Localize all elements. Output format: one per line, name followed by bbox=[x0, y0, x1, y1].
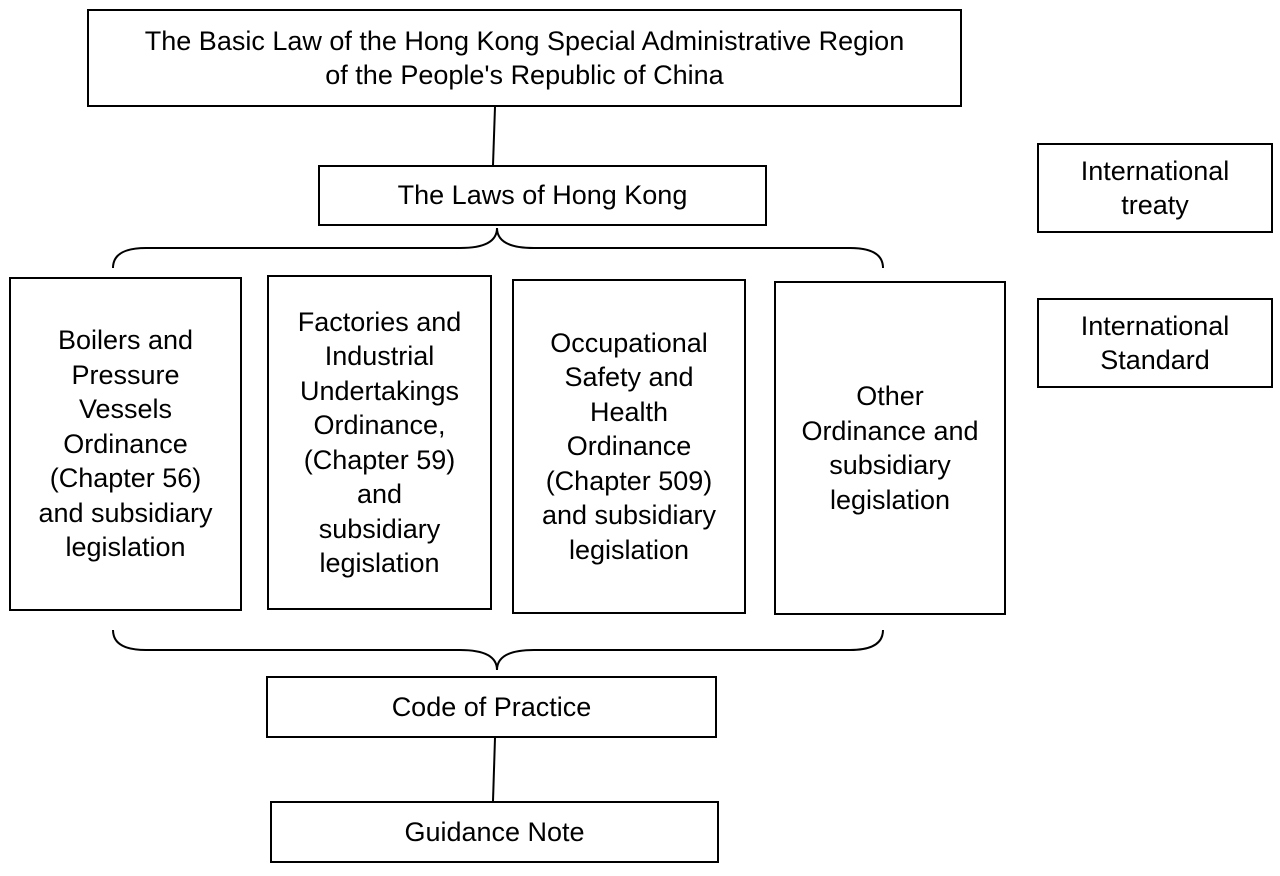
laws-of-hong-kong-box: The Laws of Hong Kong bbox=[318, 165, 767, 226]
other-ordinance-label: Other Ordinance and subsidiary legislati… bbox=[801, 381, 979, 515]
boilers-ordinance-box: Boilers and Pressure Vessels Ordinance (… bbox=[9, 277, 242, 611]
boilers-ordinance-label: Boilers and Pressure Vessels Ordinance (… bbox=[38, 325, 213, 563]
bottom-curly-brace bbox=[112, 629, 884, 671]
international-treaty-box: International treaty bbox=[1037, 143, 1273, 233]
top-curly-brace bbox=[112, 227, 884, 269]
guidance-note-box: Guidance Note bbox=[270, 801, 719, 863]
basic-law-label: The Basic Law of the Hong Kong Special A… bbox=[144, 25, 905, 91]
factories-ordinance-box: Factories and Industrial Undertakings Or… bbox=[267, 275, 492, 610]
other-ordinance-box: Other Ordinance and subsidiary legislati… bbox=[774, 281, 1006, 615]
connector-basic-law-to-laws bbox=[492, 106, 496, 166]
basic-law-box: The Basic Law of the Hong Kong Special A… bbox=[87, 9, 962, 107]
osh-ordinance-label: Occupational Safety and Health Ordinance… bbox=[541, 327, 717, 565]
international-standard-label: International Standard bbox=[1080, 310, 1230, 376]
laws-of-hong-kong-label: The Laws of Hong Kong bbox=[397, 180, 688, 211]
factories-ordinance-label: Factories and Industrial Undertakings Or… bbox=[297, 306, 462, 579]
osh-ordinance-box: Occupational Safety and Health Ordinance… bbox=[512, 279, 746, 614]
connector-code-to-guidance bbox=[492, 737, 496, 802]
international-treaty-label: International treaty bbox=[1080, 155, 1230, 221]
guidance-note-label: Guidance Note bbox=[404, 816, 585, 847]
code-of-practice-label: Code of Practice bbox=[391, 691, 592, 722]
international-standard-box: International Standard bbox=[1037, 298, 1273, 388]
code-of-practice-box: Code of Practice bbox=[266, 676, 717, 738]
